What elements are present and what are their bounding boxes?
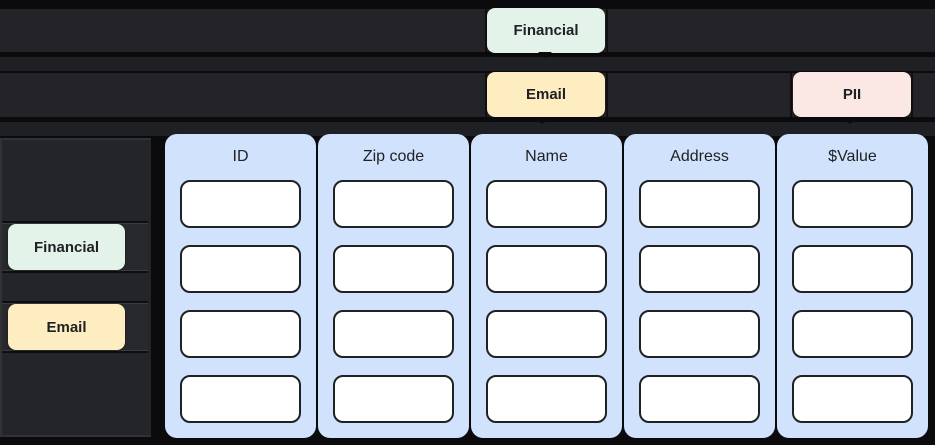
tag-financial-top[interactable]: Financial xyxy=(487,8,605,53)
table-cell xyxy=(180,375,301,423)
row-slot-divider xyxy=(606,73,608,117)
tag-label: Financial xyxy=(513,22,579,39)
table-cell xyxy=(180,245,301,293)
table-cell xyxy=(486,245,607,293)
column-header: ID xyxy=(232,148,249,165)
table-cell xyxy=(333,245,454,293)
table-cell xyxy=(333,310,454,358)
tag-label: PII xyxy=(842,86,862,103)
table-cell xyxy=(792,245,913,293)
column-value: $Value xyxy=(777,134,928,438)
table-cell xyxy=(486,180,607,228)
row-slot-divider xyxy=(485,9,487,52)
taxonomy-spacer-row-1 xyxy=(0,57,935,71)
table-cell xyxy=(792,180,913,228)
taxonomy-row-1 xyxy=(0,9,935,52)
pointer-notch xyxy=(538,52,552,58)
table-cell xyxy=(792,310,913,358)
table-cell xyxy=(180,180,301,228)
pointer-notch xyxy=(535,118,549,124)
table-cell xyxy=(486,375,607,423)
row-slot-divider xyxy=(606,9,608,52)
pointer-notch xyxy=(843,118,857,124)
table-cell xyxy=(639,375,760,423)
column-header: Zip code xyxy=(362,148,425,165)
row-slot-divider xyxy=(790,73,792,117)
column-header: Address xyxy=(670,148,729,165)
column-name: Name xyxy=(471,134,622,438)
table-cell xyxy=(639,310,760,358)
table-cell xyxy=(639,245,760,293)
tag-financial-sidebar[interactable]: Financial xyxy=(8,224,125,270)
row-slot-divider xyxy=(911,73,913,117)
row-tags-panel xyxy=(0,138,151,437)
table-cell xyxy=(333,375,454,423)
column-id: ID xyxy=(165,134,316,438)
tag-email-sidebar[interactable]: Email xyxy=(8,304,125,350)
table-cell xyxy=(333,180,454,228)
column-header: $Value xyxy=(828,148,877,165)
column-address: Address xyxy=(624,134,775,438)
table-cell xyxy=(792,375,913,423)
tag-label: Email xyxy=(525,86,567,103)
tag-label: Email xyxy=(46,318,87,336)
row-slot-divider xyxy=(485,73,487,117)
tag-label: Financial xyxy=(33,238,100,256)
table-cell xyxy=(180,310,301,358)
taxonomy-spacer-row-2 xyxy=(0,122,935,136)
column-zipcode: Zip code xyxy=(318,134,469,438)
taxonomy-row-2 xyxy=(0,73,935,117)
tag-email-top[interactable]: Email xyxy=(487,72,605,117)
table-cell xyxy=(486,310,607,358)
column-header: Name xyxy=(525,148,568,165)
tag-pii-top[interactable]: PII xyxy=(793,72,911,117)
table-cell xyxy=(639,180,760,228)
